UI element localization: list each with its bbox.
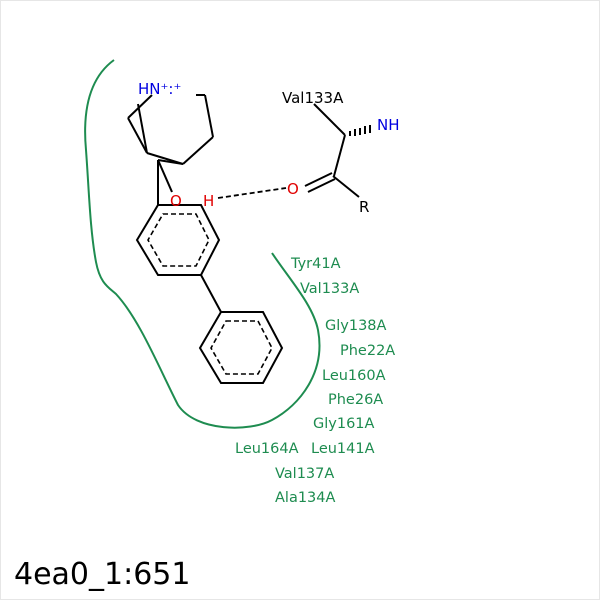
residue-label: Gly161A bbox=[313, 416, 375, 432]
stereo-hash-bond bbox=[349, 125, 371, 136]
residue-label: Phe26A bbox=[328, 392, 383, 408]
residue-label: Gly138A bbox=[325, 318, 387, 334]
residue-label: Ala134A bbox=[275, 490, 336, 506]
residue-label: Val133A bbox=[300, 281, 359, 297]
hydrophobic-pocket-outline bbox=[84, 59, 321, 429]
backbone-residue-label: Val133A bbox=[282, 89, 344, 107]
nh-atom-label: NH bbox=[377, 116, 400, 134]
o-ligand-atom-label: O bbox=[170, 192, 182, 210]
residue-label: Leu160A bbox=[322, 368, 386, 384]
hydrogen-bond bbox=[217, 187, 287, 199]
residue-label: Leu141A bbox=[311, 441, 375, 457]
residue-label: Leu164A bbox=[235, 441, 299, 457]
piperidine-ring bbox=[127, 94, 214, 165]
o-receptor-atom-label: O bbox=[287, 180, 299, 198]
aromatic-ring-lower bbox=[198, 311, 284, 384]
aromatic-ring-upper bbox=[135, 204, 221, 276]
linker-bonds bbox=[157, 159, 173, 205]
residue-label: Tyr41A bbox=[290, 256, 341, 272]
h-ligand-atom-label: H bbox=[203, 192, 214, 210]
hydrophobic-residue-list: Tyr41A Val133A Gly138A Phe22A Leu160A Ph… bbox=[235, 256, 395, 506]
residue-label: Phe22A bbox=[340, 343, 395, 359]
backbone-fragment-bonds bbox=[304, 103, 360, 198]
r-group-label: R bbox=[359, 198, 369, 216]
residue-label: Val137A bbox=[275, 466, 334, 482]
n-plus-atom-label: HN⁺:⁺ bbox=[138, 80, 181, 98]
biaryl-bond bbox=[200, 274, 222, 313]
structure-id-caption: 4ea0_1:651 bbox=[14, 557, 190, 592]
